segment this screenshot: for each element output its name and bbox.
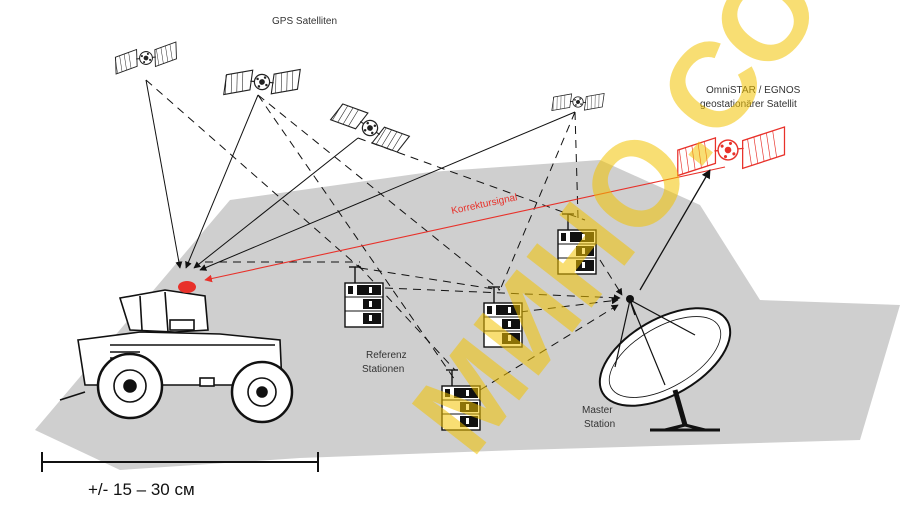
master-station-label-line2: Station [584, 419, 615, 430]
gps-satellite-icon [327, 101, 413, 155]
geo-satellite-icon [677, 126, 786, 177]
accuracy-label: +/- 15 – 30 см [88, 480, 195, 499]
correction-signal-line [204, 166, 726, 283]
gps-satellite-icon [219, 61, 305, 103]
gps-receiver-icon [178, 281, 196, 293]
accuracy-scale-bar [41, 452, 319, 472]
gps-satellites-label: GPS Satelliten [272, 16, 337, 27]
master-station-dish-icon [598, 295, 732, 432]
reference-stations-label-line2: Stationen [362, 364, 404, 375]
reference-stations-label-line1: Referenz [366, 350, 407, 361]
master-station-label-line1: Master [582, 405, 613, 416]
gps-satellite-icon [110, 35, 182, 81]
reference-signal-lines [145, 79, 623, 391]
gps-satellite-icon [549, 87, 607, 117]
geo-satellite-label-line2: geostationärer Satellit [700, 99, 797, 110]
tractor-icon [59, 289, 294, 424]
geo-satellite-label-line1: OmniSTAR / EGNOS [706, 85, 801, 96]
uplink-line [639, 169, 711, 291]
gps-signal-lines [145, 79, 576, 271]
